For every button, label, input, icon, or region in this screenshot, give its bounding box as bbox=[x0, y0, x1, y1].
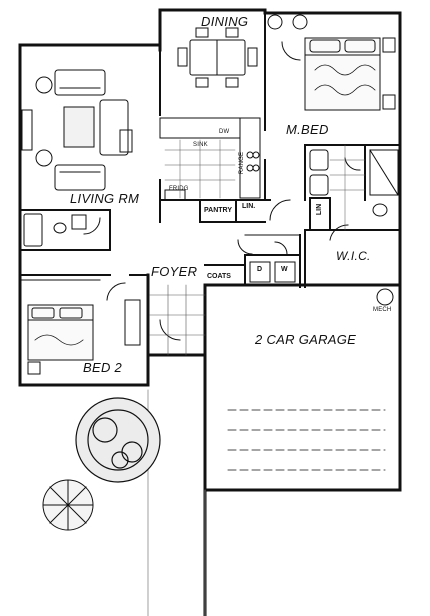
label-lin-kitchen: LIN. bbox=[242, 203, 256, 210]
garage-door bbox=[227, 409, 386, 471]
label-bed-2: BED 2 bbox=[83, 360, 123, 375]
tree-small bbox=[42, 479, 94, 531]
master-bath bbox=[309, 144, 399, 231]
label-pantry: PANTRY bbox=[204, 207, 232, 214]
label-fridge: FRIDG bbox=[169, 186, 189, 192]
label-lin-bath: LIN bbox=[316, 203, 324, 216]
bed-2-furniture bbox=[21, 279, 141, 375]
label-wic: W.I.C. bbox=[336, 249, 371, 263]
label-foyer: FOYER bbox=[151, 264, 198, 279]
interior-walls bbox=[19, 12, 401, 288]
label-dryer: D bbox=[257, 266, 263, 273]
label-range: RANGE bbox=[239, 151, 246, 175]
label-washer: W bbox=[281, 266, 288, 273]
tree-large bbox=[75, 397, 161, 483]
hall-bath bbox=[23, 213, 87, 247]
label-garage: 2 CAR GARAGE bbox=[255, 332, 357, 347]
kitchen-counters bbox=[159, 117, 261, 201]
label-mech: MECH bbox=[373, 307, 392, 313]
label-master-bed: M.BED bbox=[286, 122, 329, 137]
label-sink: SINK bbox=[193, 142, 208, 148]
living-furniture bbox=[21, 69, 133, 191]
mech-unit bbox=[376, 288, 394, 306]
door-swings bbox=[83, 41, 361, 341]
label-living-room: LIVING RM bbox=[70, 191, 140, 206]
foyer-tile bbox=[149, 284, 206, 356]
label-coats: COATS bbox=[207, 273, 231, 280]
master-bed bbox=[267, 14, 396, 111]
laundry-appliances bbox=[244, 234, 301, 283]
label-dining: DINING bbox=[201, 14, 249, 29]
label-dw: DW bbox=[219, 129, 230, 135]
dining-table bbox=[177, 27, 258, 88]
